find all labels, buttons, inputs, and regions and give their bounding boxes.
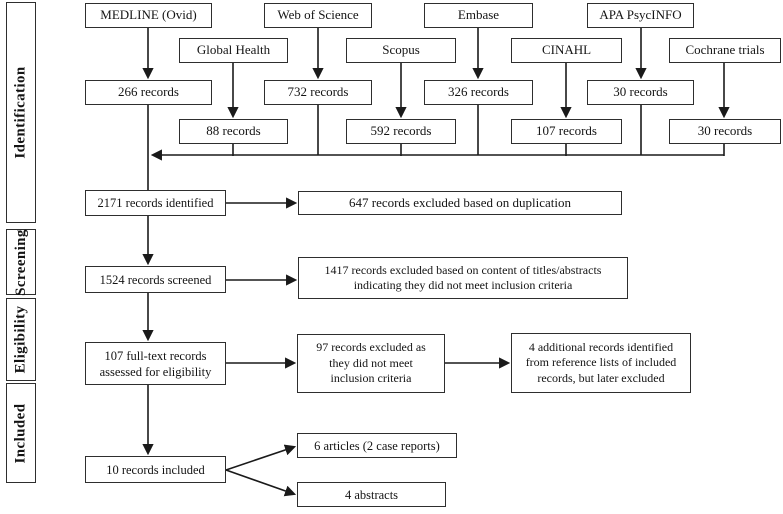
- records-apa-psycinfo-box: 30 records: [587, 80, 694, 105]
- records-embase-box: 326 records: [424, 80, 533, 105]
- records-global-health-box: 88 records: [179, 119, 288, 144]
- stage-included-label: Included: [12, 403, 29, 463]
- excluded-duplicates-box: 647 records excluded based on duplicatio…: [298, 191, 622, 215]
- records-cochrane-trials-box: 30 records: [669, 119, 781, 144]
- abstracts-box: 4 abstracts: [297, 482, 446, 507]
- source-apa-psycinfo-box: APA PsycINFO: [587, 3, 694, 28]
- source-web-of-science-box: Web of Science: [264, 3, 372, 28]
- stage-eligibility-label: Eligibility: [12, 305, 29, 374]
- stage-identification-label: Identification: [12, 66, 29, 159]
- source-scopus-box: Scopus: [346, 38, 456, 63]
- reference-lists-box: 4 additional records identified from ref…: [511, 333, 691, 393]
- source-cochrane-trials-box: Cochrane trials: [669, 38, 781, 63]
- records-medline-box: 266 records: [85, 80, 212, 105]
- stage-included: Included: [6, 383, 36, 483]
- fulltext-assessed-box: 107 full-text records assessed for eligi…: [85, 342, 226, 385]
- source-embase-box: Embase: [424, 3, 533, 28]
- stage-identification: Identification: [6, 2, 36, 223]
- excluded-titles-abstracts-box: 1417 records excluded based on content o…: [298, 257, 628, 299]
- articles-box: 6 articles (2 case reports): [297, 433, 457, 458]
- source-medline-box: MEDLINE (Ovid): [85, 3, 212, 28]
- stage-screening-label: Screening: [12, 228, 29, 296]
- records-cinahl-box: 107 records: [511, 119, 622, 144]
- records-identified-box: 2171 records identified: [85, 190, 226, 216]
- stage-eligibility: Eligibility: [6, 298, 36, 381]
- excluded-fulltext-box: 97 records excluded as they did not meet…: [297, 334, 445, 393]
- records-scopus-box: 592 records: [346, 119, 456, 144]
- records-included-box: 10 records included: [85, 456, 226, 483]
- source-global-health-box: Global Health: [179, 38, 288, 63]
- stage-screening: Screening: [6, 229, 36, 295]
- source-cinahl-box: CINAHL: [511, 38, 622, 63]
- records-web-of-science-box: 732 records: [264, 80, 372, 105]
- records-screened-box: 1524 records screened: [85, 266, 226, 293]
